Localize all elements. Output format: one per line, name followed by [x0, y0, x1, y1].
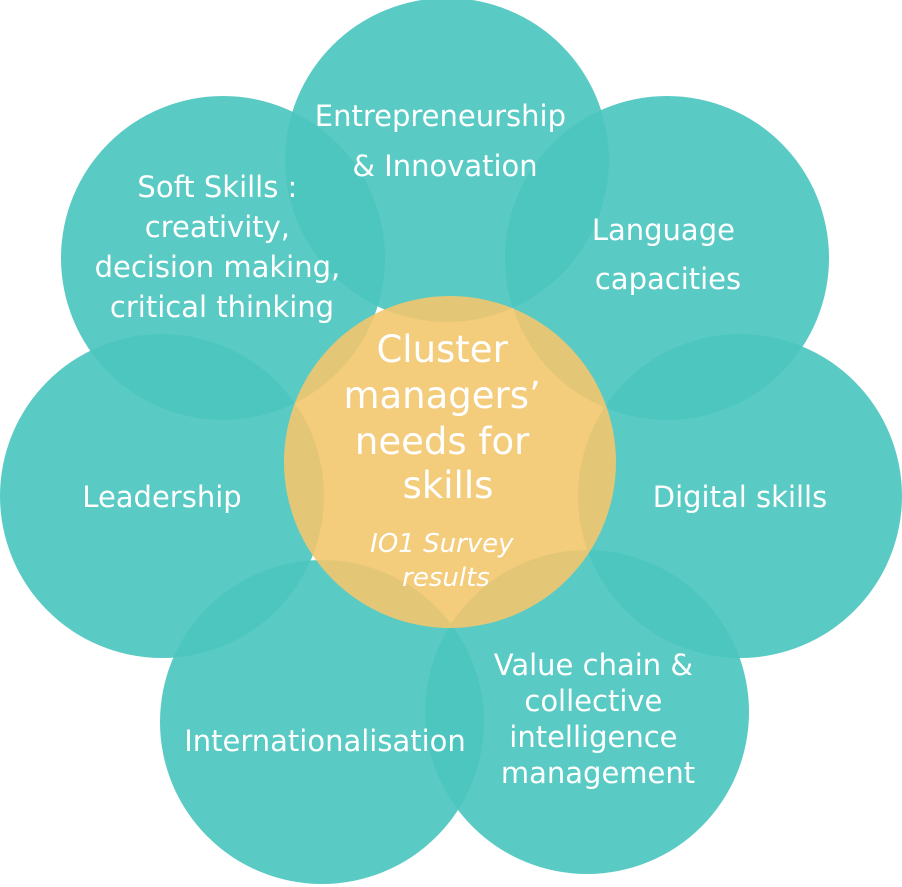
- label-line: Value chain &: [494, 648, 693, 682]
- label-line: decision making,: [95, 250, 341, 284]
- label-line: Internationalisation: [184, 724, 466, 758]
- petal-label-digital: Digital skills: [653, 480, 827, 514]
- center-subtitle-line: IO1 Survey: [370, 529, 514, 559]
- petal-internationalisation: [160, 560, 484, 884]
- petal-label-leadership: Leadership: [82, 480, 241, 514]
- label-line: collective: [524, 684, 662, 718]
- label-line: Digital skills: [653, 480, 827, 514]
- label-line: critical thinking: [110, 290, 334, 324]
- petal-label-value-chain: Value chain & collective intelligence ma…: [494, 648, 702, 790]
- label-line: & Innovation: [352, 149, 537, 183]
- label-line: creativity,: [145, 210, 290, 244]
- label-line: management: [501, 756, 695, 790]
- center-title-line: managers’: [343, 374, 540, 417]
- center-subtitle: IO1 Survey results: [370, 529, 522, 593]
- label-line: Leadership: [82, 480, 241, 514]
- label-line: Language: [592, 213, 735, 247]
- label-line: Soft Skills :: [137, 170, 297, 204]
- center-title-line: skills: [403, 464, 494, 507]
- center-circle: [284, 296, 616, 628]
- label-line: intelligence: [509, 720, 677, 754]
- center-title-line: Cluster: [376, 328, 508, 371]
- label-line: Entrepreneurship: [315, 99, 566, 133]
- petal-label-entrepreneurship: Entrepreneurship & Innovation: [315, 99, 575, 183]
- petal-value-chain: [425, 550, 749, 874]
- petal-label-internationalisation: Internationalisation: [184, 724, 466, 758]
- label-line: capacities: [595, 262, 741, 296]
- petal-label-soft-skills: Soft Skills : creativity, decision makin…: [95, 170, 350, 324]
- center-title: Cluster managers’ needs for skills: [343, 328, 552, 507]
- center-subtitle-line: results: [402, 563, 490, 593]
- petal-label-language: Language capacities: [592, 213, 744, 296]
- center-title-line: needs for: [355, 420, 530, 463]
- petal-soft-skills: [61, 96, 385, 420]
